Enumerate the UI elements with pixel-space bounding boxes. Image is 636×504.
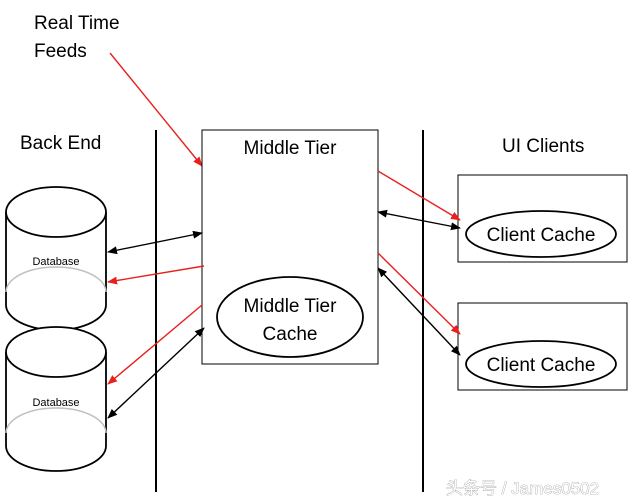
db-top-bidirectional-arrow bbox=[107, 230, 203, 255]
client-cache-ellipse-bottom bbox=[465, 340, 617, 388]
db-top-data-arrow bbox=[107, 265, 205, 285]
client-bottom-data-arrow bbox=[377, 252, 461, 335]
db-bottom-bidirectional-arrow bbox=[107, 327, 205, 419]
back-end-label: Back End bbox=[20, 133, 101, 154]
feeds-label-line1: Real Time bbox=[34, 13, 120, 34]
client-cache-ellipse-top bbox=[465, 210, 617, 258]
middle-tier-cache-line2: Cache bbox=[263, 324, 318, 345]
client-bottom-bidirectional-arrow bbox=[377, 267, 461, 356]
database-cylinder-top: Database bbox=[5, 186, 107, 331]
database-label-top: Database bbox=[32, 256, 79, 268]
database-label-bottom: Database bbox=[32, 397, 79, 409]
ui-clients-label: UI Clients bbox=[502, 136, 584, 157]
database-cylinder-bottom: Database bbox=[5, 326, 107, 472]
middle-tier-cache-ellipse bbox=[216, 276, 364, 358]
middle-tier-label: Middle Tier bbox=[244, 138, 338, 159]
feeds-arrow bbox=[109, 52, 203, 167]
watermark-text: 头条号 / James0502 bbox=[446, 479, 599, 498]
client-top-data-arrow bbox=[377, 170, 461, 221]
client-cache-label-bottom: Client Cache bbox=[487, 355, 596, 376]
client-top-bidirectional-arrow bbox=[377, 209, 461, 231]
middle-tier-cache-line1: Middle Tier bbox=[244, 296, 338, 317]
client-cache-label-top: Client Cache bbox=[487, 225, 596, 246]
feeds-label-line2: Feeds bbox=[34, 41, 87, 62]
